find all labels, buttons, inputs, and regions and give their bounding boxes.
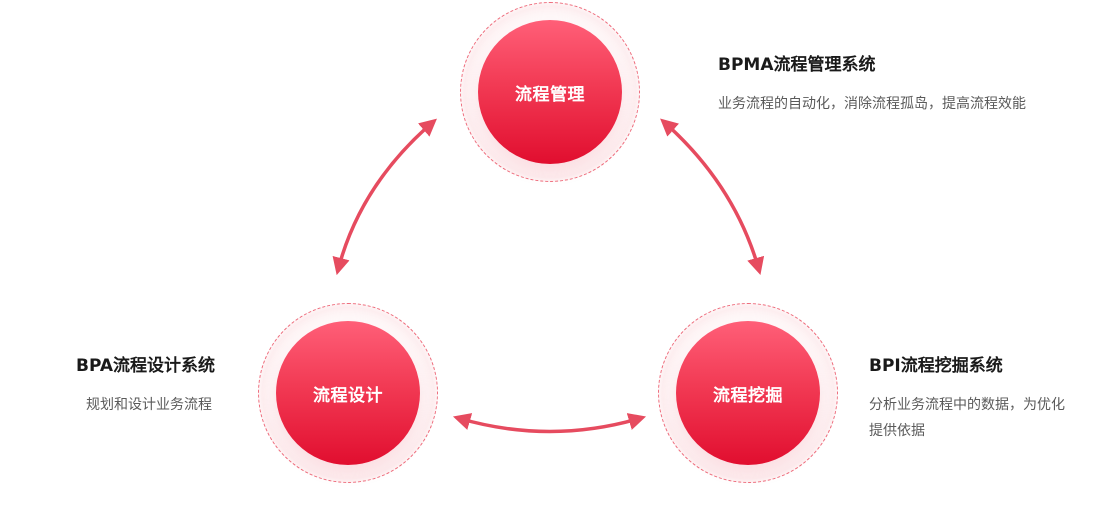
desc-title: BPI流程挖掘系统 — [869, 356, 1003, 376]
node-circle: 流程挖掘 — [676, 321, 820, 465]
desc-bpma: BPMA流程管理系统 业务流程的自动化，消除流程孤岛，提高流程效能 — [718, 50, 1026, 117]
node-process-mining: 流程挖掘 — [658, 303, 838, 483]
desc-text: 规划和设计业务流程 — [86, 397, 212, 413]
arrow-manage-mining — [660, 118, 765, 276]
desc-text-line: 提供依据 — [869, 423, 925, 439]
desc-bpa: BPA流程设计系统 规划和设计业务流程 — [76, 351, 251, 418]
desc-title: BPA流程设计系统 — [76, 356, 216, 376]
node-process-design: 流程设计 — [258, 303, 438, 483]
node-process-management: 流程管理 — [460, 2, 640, 182]
node-circle: 流程管理 — [478, 20, 622, 164]
node-label: 流程挖掘 — [713, 385, 783, 406]
desc-text: 分析业务流程中的数据，为优化 提供依据 — [869, 392, 1089, 444]
desc-title: BPMA流程管理系统 — [718, 55, 876, 75]
desc-text: 业务流程的自动化，消除流程孤岛，提高流程效能 — [718, 96, 1026, 112]
node-label: 流程管理 — [515, 84, 585, 105]
arrow-manage-design — [332, 118, 437, 276]
desc-bpi: BPI流程挖掘系统 分析业务流程中的数据，为优化 提供依据 — [869, 351, 1089, 444]
node-label: 流程设计 — [313, 385, 383, 406]
desc-text-line: 分析业务流程中的数据，为优化 — [869, 397, 1065, 413]
arrow-design-mining — [452, 413, 647, 434]
node-circle: 流程设计 — [276, 321, 420, 465]
